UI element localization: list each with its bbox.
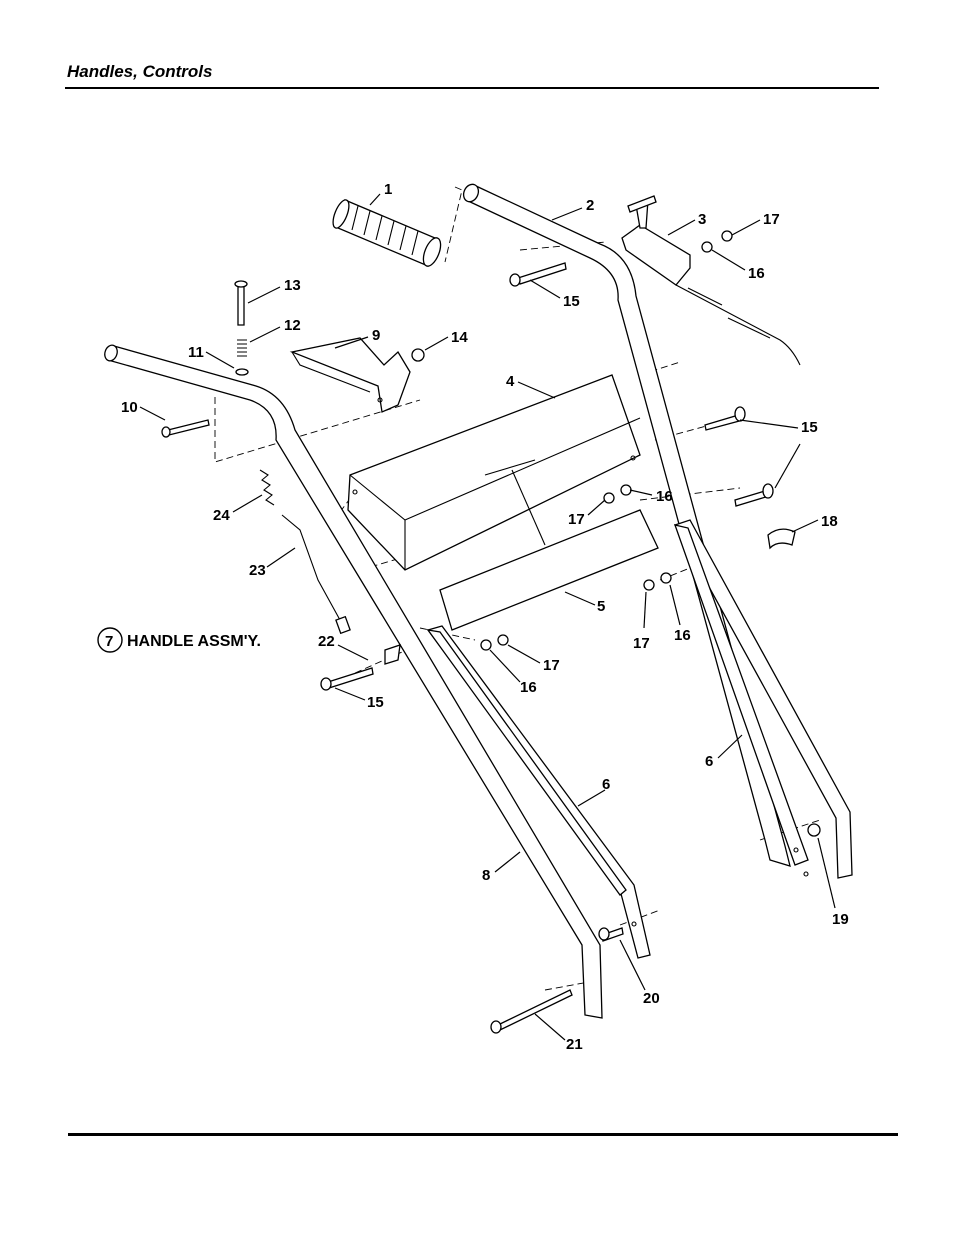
callout-10: 10 [121,399,138,416]
callout-16c: 16 [674,627,691,644]
callout-6-left: 6 [602,776,610,793]
leader-lines [139,193,836,1041]
callout-5: 5 [597,598,605,615]
callout-21: 21 [566,1036,583,1053]
upper-handle-right [462,183,791,867]
callout-16b: 16 [656,488,673,505]
fasteners [161,230,821,1034]
callout-15b: 15 [801,419,818,436]
springs-and-cables [234,280,351,635]
footer-rule [68,1133,898,1136]
callout-17d: 17 [543,657,560,674]
guide-bracket [289,337,411,413]
hand-grip [332,199,442,267]
assembly-title: HANDLE ASSM'Y. [127,633,261,650]
callout-24: 24 [213,507,230,524]
callout-15: 15 [563,293,580,310]
callout-23: 23 [249,562,266,579]
callout-20: 20 [643,990,660,1007]
callout-3: 3 [698,211,706,228]
right-lower-rail [673,519,853,879]
callout-labels: 1 2 3 17 16 15 13 12 9 14 11 10 4 15 24 … [121,181,849,1053]
control-panel [347,374,641,571]
callout-18: 18 [821,513,838,530]
callout-12: 12 [284,317,301,334]
callout-11: 11 [188,344,204,361]
callout-2: 2 [586,197,594,214]
header-rule [65,87,879,89]
callout-13: 13 [284,277,301,294]
assembly-number: 7 [105,633,113,650]
callout-15c: 15 [367,694,384,711]
callout-17c: 17 [633,635,650,652]
callout-17b: 17 [568,511,585,528]
callout-16: 16 [748,265,765,282]
callout-1: 1 [384,181,392,198]
callout-4: 4 [506,373,515,390]
control-lever [621,195,801,366]
callout-16d: 16 [520,679,537,696]
callout-8: 8 [482,867,490,884]
callout-17: 17 [763,211,780,228]
callout-14: 14 [451,329,468,346]
callout-19: 19 [832,911,849,928]
left-lower-rail [426,625,651,959]
assembly-label: 7 HANDLE ASSM'Y. [97,627,261,653]
callout-6-right: 6 [705,753,713,770]
page-title: Handles, Controls [67,62,213,81]
callout-22: 22 [318,633,335,650]
callout-9: 9 [372,327,380,344]
upper-handle-left [104,344,603,1019]
flat-plate [439,509,659,631]
